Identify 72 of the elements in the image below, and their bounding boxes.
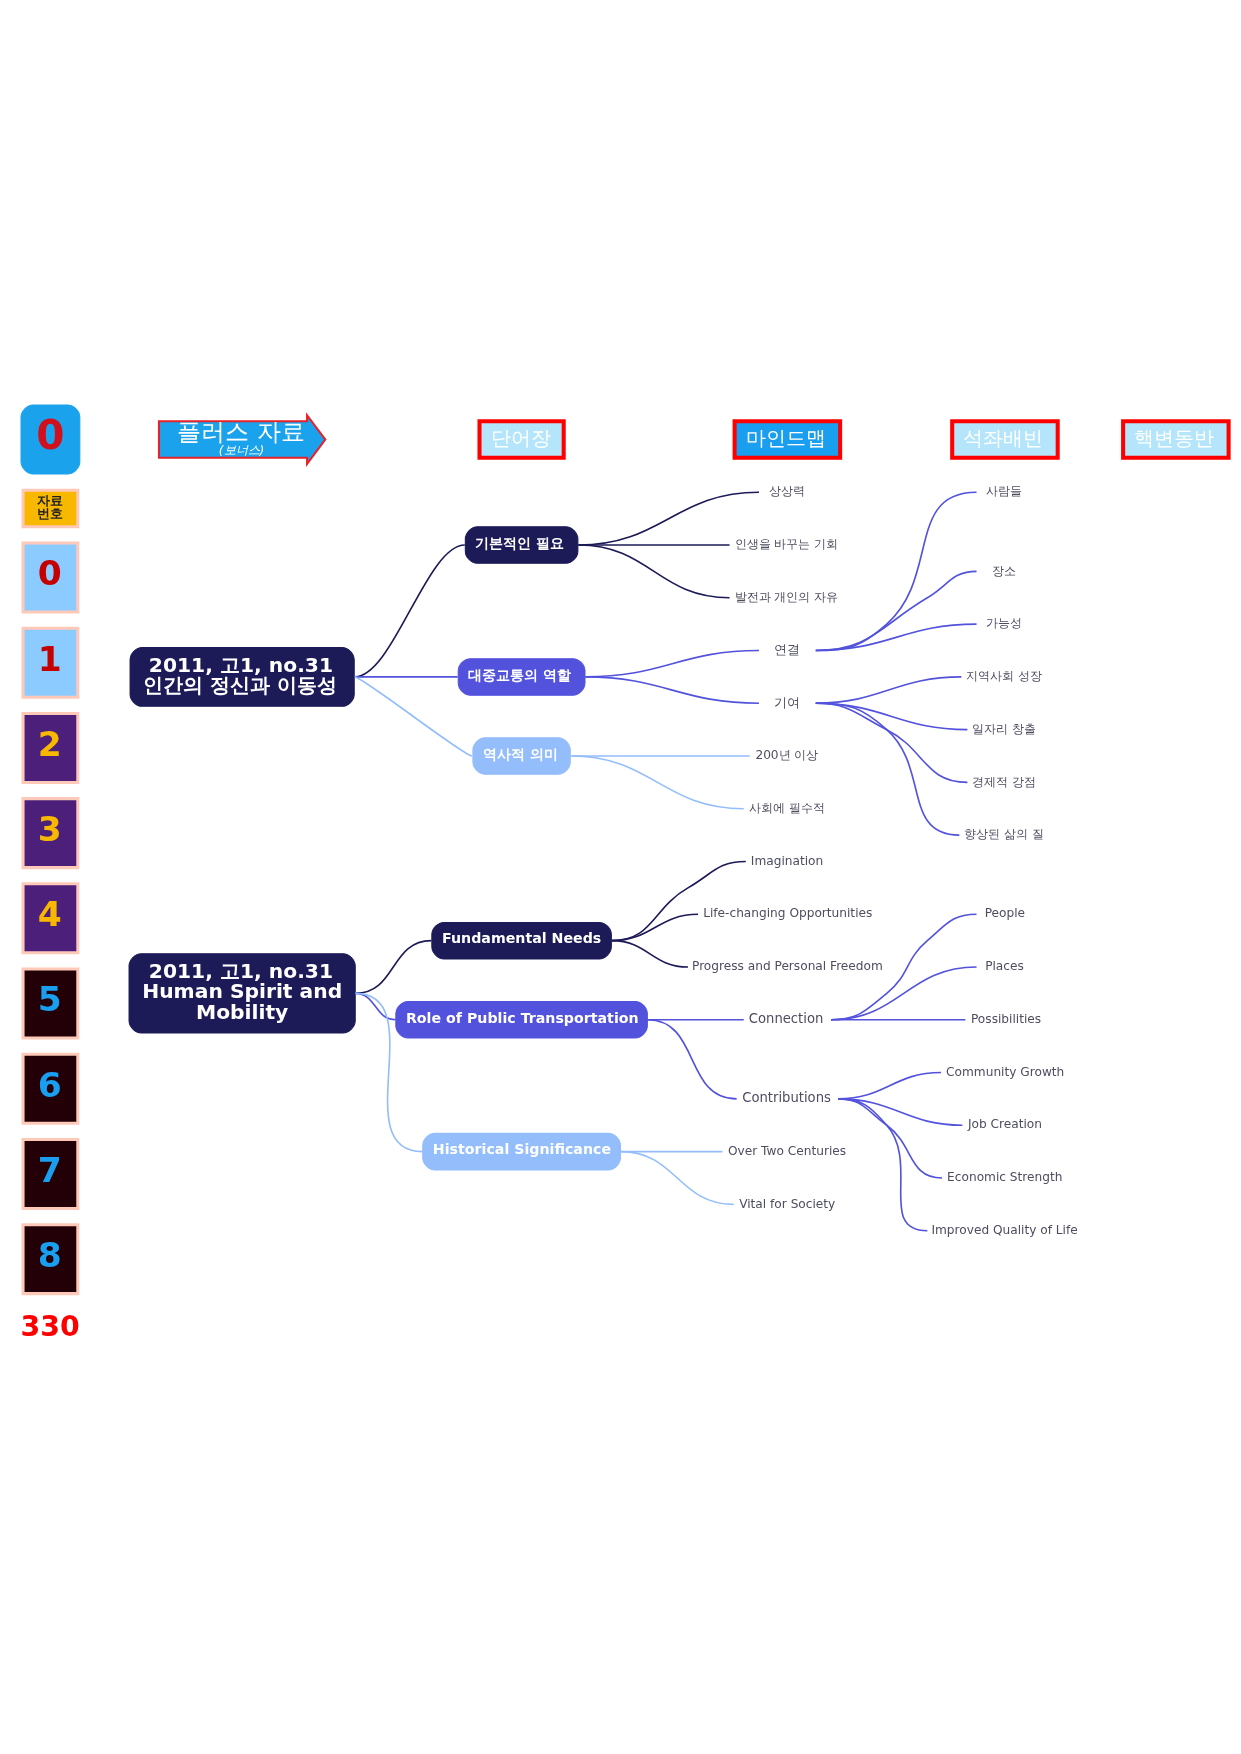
node-box: 0 (20, 404, 81, 475)
node-text: 사람들 (986, 483, 1023, 498)
node-box: 0 (21, 541, 80, 613)
connector (584, 675, 760, 704)
node-text: 상상력 (768, 483, 805, 498)
node-text: 연결 (774, 641, 801, 657)
node-text: People (984, 905, 1026, 920)
connector (837, 1097, 929, 1232)
connector (814, 622, 978, 651)
node-text: Life-changing Opportunities (703, 905, 873, 920)
connector (830, 965, 978, 1021)
node-box: 3 (21, 796, 80, 869)
connector (814, 701, 961, 836)
node-box: 4 (21, 881, 80, 954)
node-box: 기본적인 필요 (464, 525, 579, 564)
connector (646, 1018, 738, 1100)
node-box: 6 (21, 1052, 80, 1125)
node-box: 자료 번호 (21, 488, 80, 528)
connector (620, 1150, 735, 1205)
node-box: 1 (21, 626, 80, 699)
node-text: Possibilities (970, 1011, 1042, 1026)
node-box: 5 (21, 967, 80, 1040)
node-text: 경제적 강점 (972, 774, 1037, 789)
node-text: 일자리 창출 (972, 721, 1037, 736)
node-text: Economic Strength (947, 1169, 1063, 1184)
node-text: 지역사회 성장 (966, 668, 1043, 683)
label: 330 (20, 1309, 80, 1343)
node-box: Role of Public Transportation (395, 1000, 648, 1039)
node-text: 향상된 삶의 질 (964, 826, 1045, 841)
node-box: 핵변동반 (1121, 418, 1231, 460)
connector (814, 675, 963, 704)
node-text: 기여 (774, 694, 801, 710)
node-text: Imagination (750, 853, 824, 868)
node-text: Places (985, 958, 1024, 973)
node-text: Job Creation (967, 1116, 1042, 1131)
connector (577, 543, 731, 599)
node-text: Improved Quality of Life (931, 1222, 1078, 1237)
connector (353, 543, 466, 678)
node-text: 발전과 개인의 자유 (734, 589, 839, 604)
node-box: Historical Significance (422, 1132, 621, 1170)
node-box: 단어장 (477, 418, 566, 460)
connector (353, 675, 459, 678)
connector (354, 939, 433, 994)
connector (814, 570, 978, 651)
node-text: Progress and Personal Freedom (692, 958, 883, 973)
node-text: Contributions (742, 1089, 831, 1105)
connector (611, 939, 689, 968)
connector (830, 1018, 967, 1021)
connector (354, 992, 423, 1152)
node-text: Community Growth (946, 1064, 1065, 1079)
node-box: Fundamental Needs (431, 921, 612, 959)
connector (353, 675, 473, 757)
node-box: 역사적 의미 (472, 736, 571, 775)
node-box: 2011, 고1, no.31 인간의 정신과 이동성 (129, 646, 355, 707)
node-text: 사회에 필수적 (748, 800, 825, 815)
node-box: 마인드맵 (732, 418, 843, 460)
node-box: 8 (21, 1222, 80, 1295)
node-text: 인생을 바꾸는 기회 (734, 536, 839, 551)
connector (814, 491, 978, 651)
node-text: 장소 (992, 563, 1017, 578)
node-box: 7 (21, 1137, 80, 1210)
connector (570, 754, 745, 810)
node-text: 가능성 (986, 615, 1023, 630)
node-text: Connection (748, 1010, 824, 1026)
node-box: 석좌배빈 (950, 418, 1060, 460)
node-box: 대중교통의 역할 (457, 657, 586, 696)
node-text: Over Two Centuries (728, 1143, 847, 1158)
connector (830, 912, 978, 1021)
node-text: 200년 이상 (755, 747, 819, 762)
node-box: 2011, 고1, no.31 Human Spirit and Mobility (128, 952, 356, 1033)
node-text: Vital for Society (739, 1196, 836, 1211)
node-box: 2 (21, 711, 80, 784)
